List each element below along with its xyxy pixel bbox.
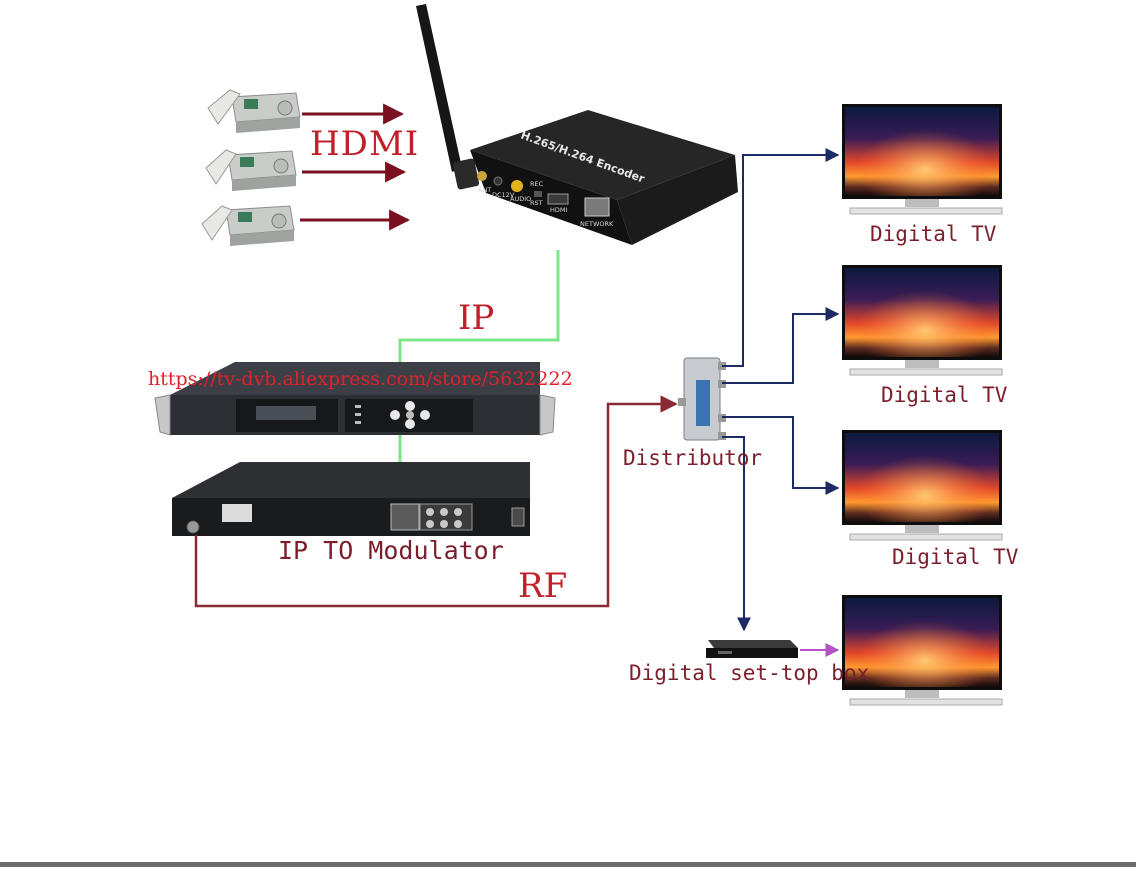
tv-2 xyxy=(842,265,1003,376)
watermark-url: https://tv-dvb.aliexpress.com/store/5632… xyxy=(148,368,573,390)
ip-label: IP xyxy=(458,298,495,338)
port-dc12v: DC12V xyxy=(492,191,515,199)
hdmi-label: HDMI xyxy=(310,124,420,164)
port-hdmi: HDMI xyxy=(550,206,568,214)
rf-label: RF xyxy=(518,566,568,606)
distributor-device xyxy=(678,357,726,441)
set-top-box-device xyxy=(706,640,798,658)
set-top-box-label: Digital set-top box xyxy=(629,661,870,685)
tv-4 xyxy=(842,595,1003,706)
link-tv1 xyxy=(722,148,840,367)
tv-label-3: Digital TV xyxy=(892,545,1019,569)
port-rst: RST xyxy=(530,199,543,207)
hdmi-source-1 xyxy=(207,89,301,133)
tv-3 xyxy=(842,430,1003,541)
tv-1 xyxy=(842,104,1003,215)
port-ant: ANT xyxy=(478,186,491,194)
encoder-port-labels: ANT DC12V AUDIO RST HDMI NETWORK REC xyxy=(478,180,614,228)
tv-label-1: Digital TV xyxy=(870,222,997,246)
hdmi-source-3 xyxy=(201,205,295,246)
port-network: NETWORK xyxy=(580,220,614,228)
link-stb xyxy=(722,436,751,632)
link-tv3 xyxy=(722,416,840,495)
link-tv2 xyxy=(722,307,840,384)
hdmi-source-2 xyxy=(205,149,297,191)
antenna-icon xyxy=(416,4,462,172)
distributor-label: Distributor xyxy=(623,446,763,470)
rec-label: REC xyxy=(530,180,544,188)
rf-link xyxy=(194,395,678,608)
port-audio: AUDIO xyxy=(510,195,531,203)
rack-unit-modulator xyxy=(172,462,530,536)
rack-unit-top xyxy=(154,362,556,436)
bottom-border xyxy=(0,862,1136,867)
tv-label-2: Digital TV xyxy=(881,383,1008,407)
modulator-label: IP TO Modulator xyxy=(278,536,504,565)
h265-encoder: H.265/H.264 Encoder ANT DC12V AUDIO RST … xyxy=(416,4,738,245)
